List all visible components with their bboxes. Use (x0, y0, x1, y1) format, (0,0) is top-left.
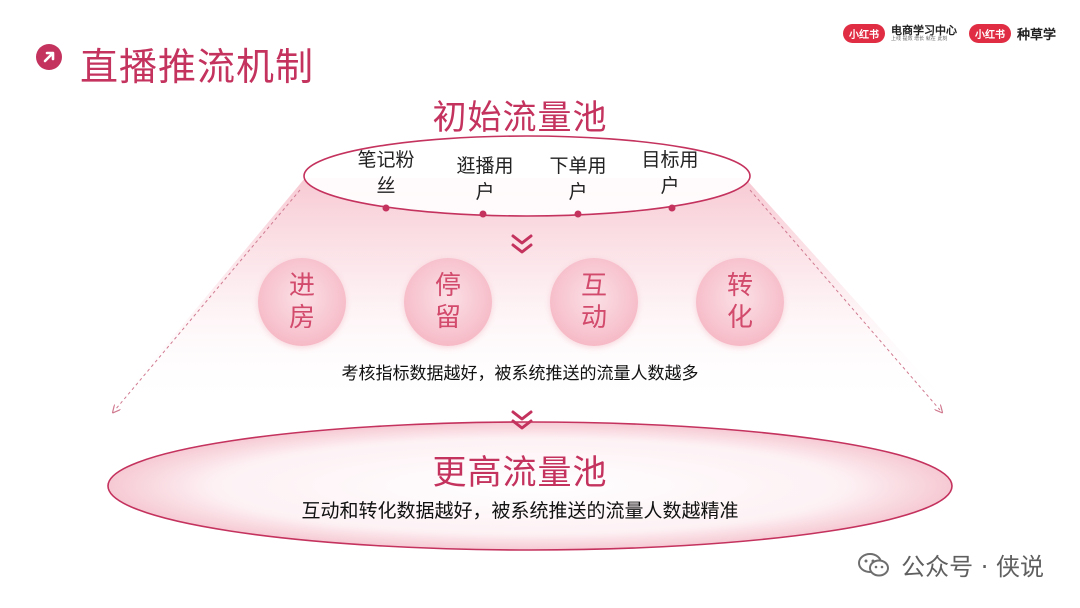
brand2-name: 种草学 (1016, 28, 1056, 43)
metric-bubble-convert: 转化 (696, 258, 784, 346)
brand1-name: 电商学习中心 (890, 24, 957, 37)
chevron-down-icon (511, 410, 533, 430)
metric-bubble-enter: 进房 (258, 258, 346, 346)
page-title: 直播推流机制 (80, 45, 315, 89)
metric-bubble-stay: 停留 (404, 258, 492, 346)
metric-label: 停留 (434, 271, 461, 333)
metric-label: 转化 (726, 271, 753, 333)
watermark: 公众号 · 侠说 (857, 547, 1044, 582)
source-dot (382, 204, 390, 212)
brand-logos: 小红书 电商学习中心 上线 提效 增长 就在 此刻 小红书 种草学 (842, 24, 1056, 43)
title-arrow-icon (36, 44, 62, 70)
chevron-down-icon (511, 234, 533, 254)
wechat-icon (858, 552, 890, 576)
top-pool-ellipse (303, 135, 751, 217)
source-label-browse-users: 逛播用户 (456, 155, 514, 203)
source-label-order-users: 下单用户 (549, 155, 607, 203)
source-dot (574, 210, 582, 218)
source-dot (668, 204, 676, 212)
higher-pool-title: 更高流量池 (432, 453, 608, 493)
metric-bubble-interact: 互动 (550, 258, 638, 346)
brand1-logo-text: 电商学习中心 上线 提效 增长 就在 此刻 (891, 25, 957, 42)
metrics-caption: 考核指标数据越好，被系统推送的流量人数越多 (341, 364, 699, 384)
metric-label: 进房 (288, 271, 315, 333)
right-flow-line (749, 189, 940, 410)
metric-label: 互动 (580, 271, 607, 333)
bottom-pool-caption: 互动和转化数据越好，被系统推送的流量人数越精准 (301, 500, 739, 522)
source-label-target-users: 目标用户 (641, 149, 699, 197)
brand1-logo-pill: 小红书 (842, 24, 885, 43)
source-label-note-fans: 笔记粉丝 (357, 149, 415, 197)
source-dot (479, 210, 487, 218)
watermark-text: 公众号 · 侠说 (901, 553, 1044, 581)
brand1-subtitle: 上线 提效 增长 就在 此刻 (890, 36, 948, 42)
initial-pool-title: 初始流量池 (432, 98, 608, 138)
brand2-logo-pill: 小红书 (968, 24, 1011, 43)
